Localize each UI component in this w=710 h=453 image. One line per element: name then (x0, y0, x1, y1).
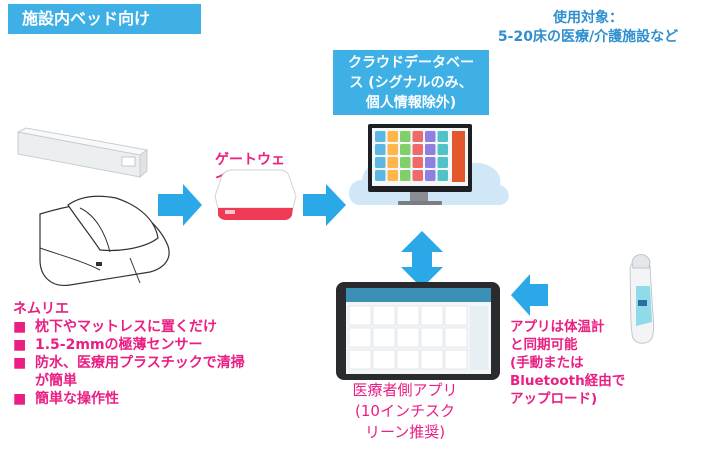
sensor-feature-list: ネムリエ ■ 枕下やマットレスに置くだけ ■ 1.5-2mmの極薄センサー ■ … (13, 300, 313, 408)
thermo-label-line: アップロード) (510, 391, 598, 407)
screen-tile (425, 170, 436, 181)
cloud-database-label: クラウドデータベー ス (シグナルのみ、 個人情報除外) (333, 50, 489, 115)
thermometer-sync-label: アプリは体温計 と同期可能 (手動または Bluetooth経由で アップロード… (510, 318, 650, 408)
bullet-icon: ■ (13, 355, 27, 371)
feature-item: ■ 防水、医療用プラスチックで清掃 が簡単 (13, 354, 313, 390)
screen-tile (375, 157, 386, 168)
cloud-label-line: ス (シグナルのみ、 (349, 75, 473, 91)
tablet-card (444, 327, 468, 348)
feature-text-line: 防水、医療用プラスチックで清掃 (35, 355, 245, 371)
screen-tile (412, 131, 423, 142)
screen-tile (387, 144, 398, 155)
screen-tile (375, 144, 386, 155)
target-users-text: 使用対象： 5-20床の医療/介護施設など (472, 9, 704, 47)
screen-tile (437, 157, 448, 168)
screen-tile (387, 157, 398, 168)
tablet-card (372, 349, 396, 370)
tablet-card (372, 327, 396, 348)
screen-tile (412, 144, 423, 155)
feature-text: 簡単な操作性 (35, 391, 119, 407)
screen-tile (375, 170, 386, 181)
tablet-card (348, 305, 372, 326)
tablet-card (396, 349, 420, 370)
thermo-label-line: (手動または (510, 355, 584, 371)
screen-tile (400, 144, 411, 155)
tablet-card (420, 327, 444, 348)
feature-item: ■ 簡単な操作性 (13, 390, 313, 408)
app-label-line: リーン推奨) (364, 423, 446, 441)
feature-item: ■ 枕下やマットレスに置くだけ (13, 318, 313, 336)
bullet-icon: ■ (13, 319, 27, 335)
tablet-card (348, 349, 372, 370)
screen-tile (437, 131, 448, 142)
tablet-card (396, 305, 420, 326)
feature-text-line: が簡単 (35, 373, 77, 389)
feature-item: ■ 1.5-2mmの極薄センサー (13, 336, 313, 354)
tablet-card (396, 327, 420, 348)
cloud-label-line: 個人情報除外) (365, 95, 457, 111)
tablet-card (444, 349, 468, 370)
tablet-card (420, 305, 444, 326)
feature-text: 防水、医療用プラスチックで清掃 が簡単 (35, 354, 245, 390)
page-title: 施設内ベッド向け (8, 4, 201, 34)
screen-tile (387, 131, 398, 142)
screen-tile (400, 170, 411, 181)
tablet-card (444, 305, 468, 326)
sensor-name: ネムリエ (13, 301, 69, 317)
cloud-label-line: クラウドデータベー (348, 55, 474, 71)
screen-tile (437, 144, 448, 155)
app-label-line: (10インチスク (355, 402, 455, 420)
target-line: 5-20床の医療/介護施設など (497, 29, 679, 45)
screen-tile (400, 131, 411, 142)
thermo-label-line: アプリは体温計 (510, 319, 605, 335)
target-line: 使用対象： (553, 10, 623, 26)
feature-text: 枕下やマットレスに置くだけ (35, 319, 217, 335)
tablet-card (348, 327, 372, 348)
bullet-icon: ■ (13, 337, 27, 353)
tablet-side-panel (470, 306, 488, 370)
feature-text: 1.5-2mmの極薄センサー (35, 337, 203, 353)
screen-tile (437, 170, 448, 181)
screen-side-panel (452, 131, 465, 182)
tablet-card (372, 305, 396, 326)
screen-tile (412, 157, 423, 168)
screen-tile (400, 157, 411, 168)
screen-tile (425, 131, 436, 142)
bullet-icon: ■ (13, 391, 27, 407)
screen-tile (387, 170, 398, 181)
tablet-card (420, 349, 444, 370)
screen-tile (425, 157, 436, 168)
thermo-label-line: Bluetooth経由で (510, 373, 626, 389)
gateway-label-line: ゲートウェ (215, 152, 285, 168)
screen-tile (425, 144, 436, 155)
app-label-line: 医療者側アプリ (352, 381, 458, 399)
app-label: 医療者側アプリ (10インチスク リーン推奨) (320, 380, 490, 443)
thermo-label-line: と同期可能 (510, 337, 578, 353)
screen-tile (412, 170, 423, 181)
screen-tile (375, 131, 386, 142)
